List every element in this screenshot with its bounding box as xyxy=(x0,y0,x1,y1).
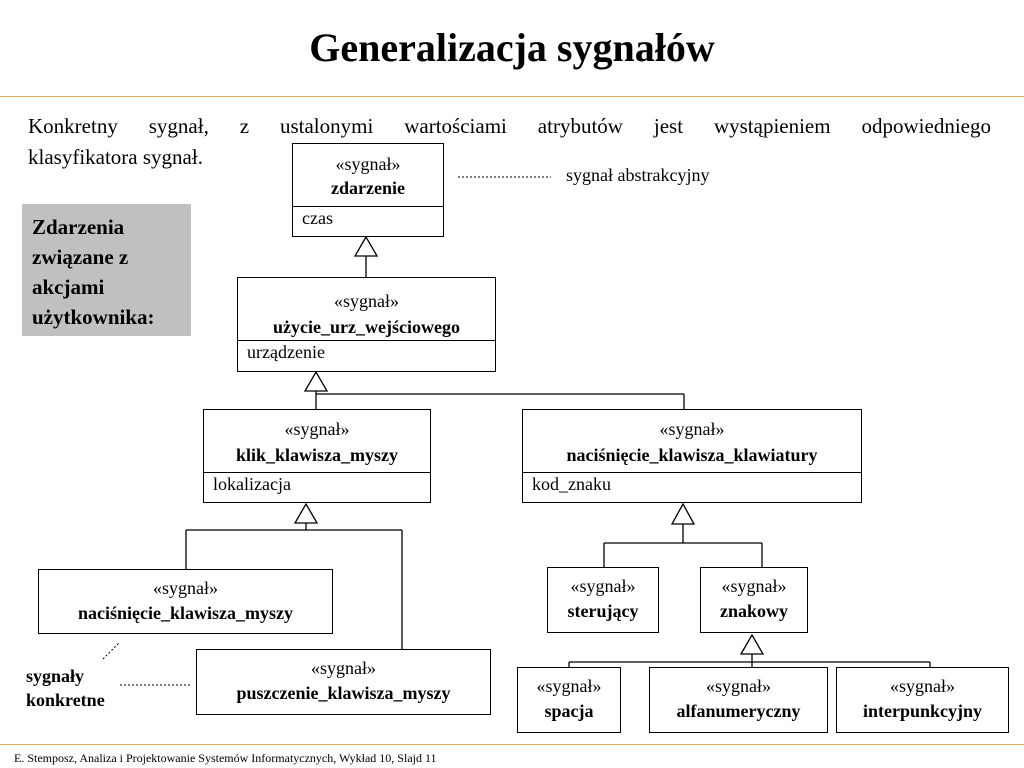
stereotype-label: «sygnał» xyxy=(706,676,771,696)
class-puszczenie-klawisza-myszy: «sygnał» puszczenie_klawisza_myszy xyxy=(196,649,491,715)
intro-line-1: Konkretny sygnał, z ustalonymi wartościa… xyxy=(28,114,991,138)
stereotype-label: «sygnał» xyxy=(284,419,350,439)
generalization-arrow-klawiatura xyxy=(670,502,696,525)
class-name: użycie_urz_wejściowego xyxy=(273,317,460,337)
class-nacisniecie-klawisza-myszy: «sygnał» naciśnięcie_klawisza_myszy xyxy=(38,569,333,634)
user-actions-label: Zdarzenia związane z akcjami użytkownika… xyxy=(22,204,191,336)
class-name: klik_klawisza_myszy xyxy=(235,445,399,465)
generalization-arrow-uzycie xyxy=(303,370,329,392)
note-connector-concrete-2 xyxy=(102,641,121,660)
footer-divider xyxy=(0,744,1024,745)
stereotype-label: «sygnał» xyxy=(890,676,955,696)
class-name: sterujący xyxy=(567,601,639,621)
stereotype-label: «sygnał» xyxy=(153,578,218,598)
class-name: naciśnięcie_klawisza_klawiatury xyxy=(566,445,818,465)
class-name: spacja xyxy=(544,701,594,721)
class-zdarzenie: «sygnał» zdarzenie czas xyxy=(292,143,444,237)
stereotype-label: «sygnał» xyxy=(721,576,787,596)
note-concrete-signals: sygnały konkretne xyxy=(26,664,105,712)
stereotype-label: «sygnał» xyxy=(334,291,399,311)
note-concrete-line-1: sygnały xyxy=(26,666,85,686)
generalization-arrow-znakowy xyxy=(739,633,765,655)
note-concrete-line-2: konkretne xyxy=(26,690,105,710)
class-znakowy: «sygnał» znakowy xyxy=(700,567,808,633)
class-interpunkcyjny: «sygnał» interpunkcyjny xyxy=(836,667,1009,733)
slide-title: Generalizacja sygnałów xyxy=(309,25,715,70)
class-attribute: lokalizacja xyxy=(204,472,430,495)
stereotype-label: «sygnał» xyxy=(536,676,602,696)
class-name: alfanumeryczny xyxy=(676,701,801,721)
class-name: puszczenie_klawisza_myszy xyxy=(236,683,451,703)
stereotype-label: «sygnał» xyxy=(570,576,636,596)
class-name: naciśnięcie_klawisza_myszy xyxy=(78,603,293,623)
generalization-arrow-klik xyxy=(293,502,319,524)
class-attribute: czas xyxy=(293,206,443,229)
slide-footer: E. Stemposz, Analiza i Projektowanie Sys… xyxy=(14,751,437,765)
class-klik-klawisza-myszy: «sygnał» klik_klawisza_myszy lokalizacja xyxy=(203,409,431,503)
class-attribute: urządzenie xyxy=(238,340,495,363)
title-divider xyxy=(0,96,1024,97)
stereotype-label: «sygnał» xyxy=(335,154,401,174)
class-sterujacy: «sygnał» sterujący xyxy=(547,567,659,633)
class-name: zdarzenie xyxy=(331,178,405,198)
intro-text: Konkretny sygnał, z ustalonymi wartościa… xyxy=(28,111,991,173)
stereotype-label: «sygnał» xyxy=(311,658,376,678)
class-attribute: kod_znaku xyxy=(523,472,861,495)
generalization-arrow-zdarzenie xyxy=(353,235,379,257)
stereotype-label: «sygnał» xyxy=(659,419,725,439)
class-nacisniecie-klawisza-klawiatury: «sygnał» naciśnięcie_klawisza_klawiatury… xyxy=(522,409,862,503)
note-abstract-signal: sygnał abstrakcyjny xyxy=(566,165,710,185)
class-uzycie-urz-wejsciowego: «sygnał» użycie_urz_wejściowego urządzen… xyxy=(237,277,496,372)
intro-line-2: klasyfikatora sygnał. xyxy=(28,145,203,169)
class-name: znakowy xyxy=(719,601,788,621)
class-spacja: «sygnał» spacja xyxy=(517,667,621,733)
class-name: interpunkcyjny xyxy=(862,701,983,721)
class-alfanumeryczny: «sygnał» alfanumeryczny xyxy=(649,667,828,733)
